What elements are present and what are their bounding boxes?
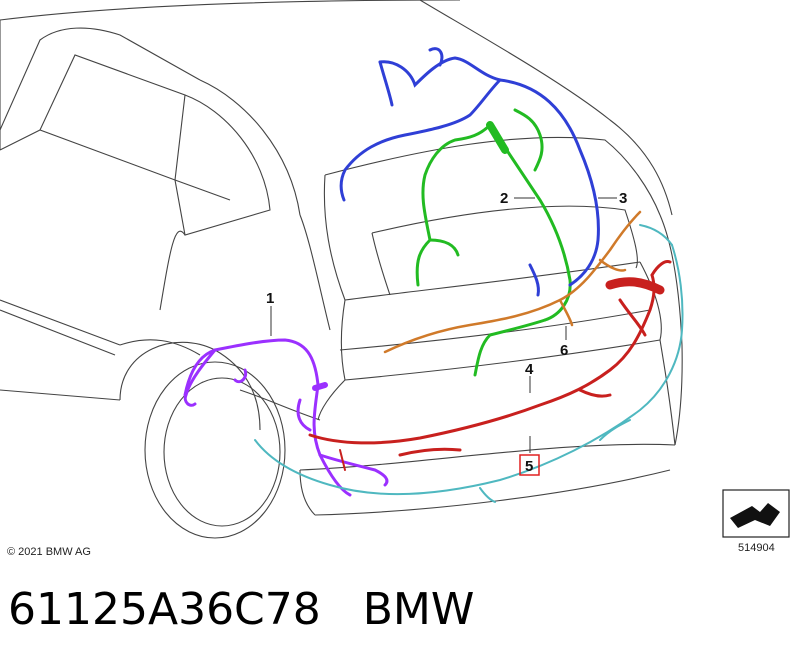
callout-5-highlight-box — [519, 454, 540, 476]
harness-1-purple — [183, 338, 389, 497]
callout-6[interactable]: 6 — [560, 342, 568, 359]
callout-1[interactable]: 1 — [266, 290, 274, 307]
image-number: 514904 — [738, 542, 775, 554]
wiring-harness-diagram: 1 2 3 4 5 6 © 2021 BMW AG 514904 — [0, 0, 790, 558]
footer-gap — [321, 584, 363, 635]
callout-5[interactable]: 5 — [525, 458, 533, 475]
harness-2-green — [415, 108, 572, 377]
copyright-text: © 2021 BMW AG — [7, 546, 91, 558]
callout-2[interactable]: 2 — [500, 190, 508, 207]
harness-6-orange — [383, 210, 642, 354]
callout-3[interactable]: 3 — [619, 190, 627, 207]
part-number: 61125A36C78 — [8, 584, 321, 635]
harness-3-blue — [339, 47, 600, 297]
leader-lines — [270, 197, 617, 453]
callout-4[interactable]: 4 — [525, 361, 534, 378]
harness-4-red — [308, 260, 672, 471]
harness-5-teal — [254, 224, 684, 503]
part-number-footer: 61125A36C78 BMW — [8, 584, 474, 635]
vehicle-orientation-icon — [722, 489, 790, 538]
brand-name: BMW — [362, 584, 475, 635]
